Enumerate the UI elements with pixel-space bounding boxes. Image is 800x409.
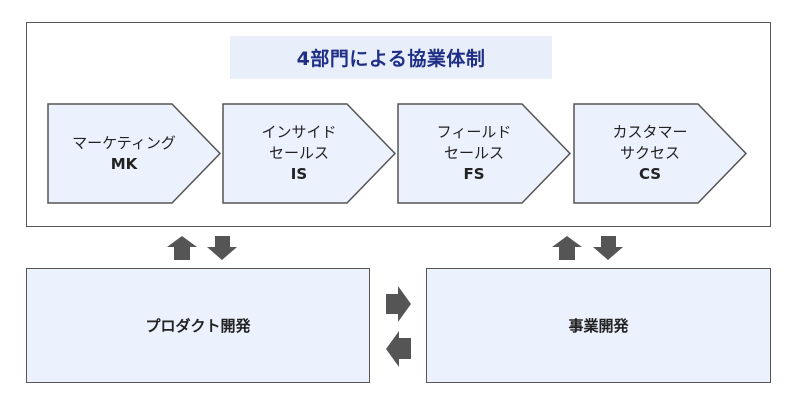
down-arrow-icon bbox=[593, 236, 623, 260]
stage-label-2: セールス bbox=[443, 144, 504, 162]
down-arrow-icon bbox=[207, 236, 237, 260]
stage-label-2: サクセス bbox=[619, 144, 680, 162]
stage-customer-success: カスタマー サクセス CS bbox=[574, 104, 748, 203]
stage-inside-sales: インサイド セールス IS bbox=[223, 104, 397, 203]
stage-abbr: IS bbox=[290, 165, 308, 183]
stage-abbr: CS bbox=[638, 165, 662, 183]
stage-shape-is bbox=[222, 103, 397, 204]
stage-label: インサイド bbox=[261, 123, 337, 141]
stage-abbr: MK bbox=[110, 154, 138, 173]
stage-label: フィールド bbox=[436, 123, 512, 141]
stage-shape-cs bbox=[573, 103, 748, 204]
stage-marketing: マーケティング MK bbox=[48, 104, 222, 203]
stage-shape-fs bbox=[397, 103, 572, 204]
left-arrow-icon bbox=[386, 331, 411, 367]
product-development-box: プロダクト開発 bbox=[26, 268, 370, 383]
up-arrow-icon bbox=[552, 236, 582, 260]
stage-shape-mk bbox=[47, 103, 222, 204]
stage-field-sales: フィールド セールス FS bbox=[398, 104, 572, 203]
stage-label: カスタマー bbox=[612, 123, 688, 141]
stage-label-2: セールス bbox=[268, 144, 329, 162]
diagram-title: 4部門による協業体制 bbox=[230, 36, 552, 79]
stage-abbr: FS bbox=[463, 165, 485, 183]
business-development-box: 事業開発 bbox=[426, 268, 771, 383]
up-arrow-icon bbox=[167, 236, 197, 260]
stage-label: マーケティング bbox=[72, 133, 176, 152]
right-arrow-icon bbox=[386, 286, 411, 322]
